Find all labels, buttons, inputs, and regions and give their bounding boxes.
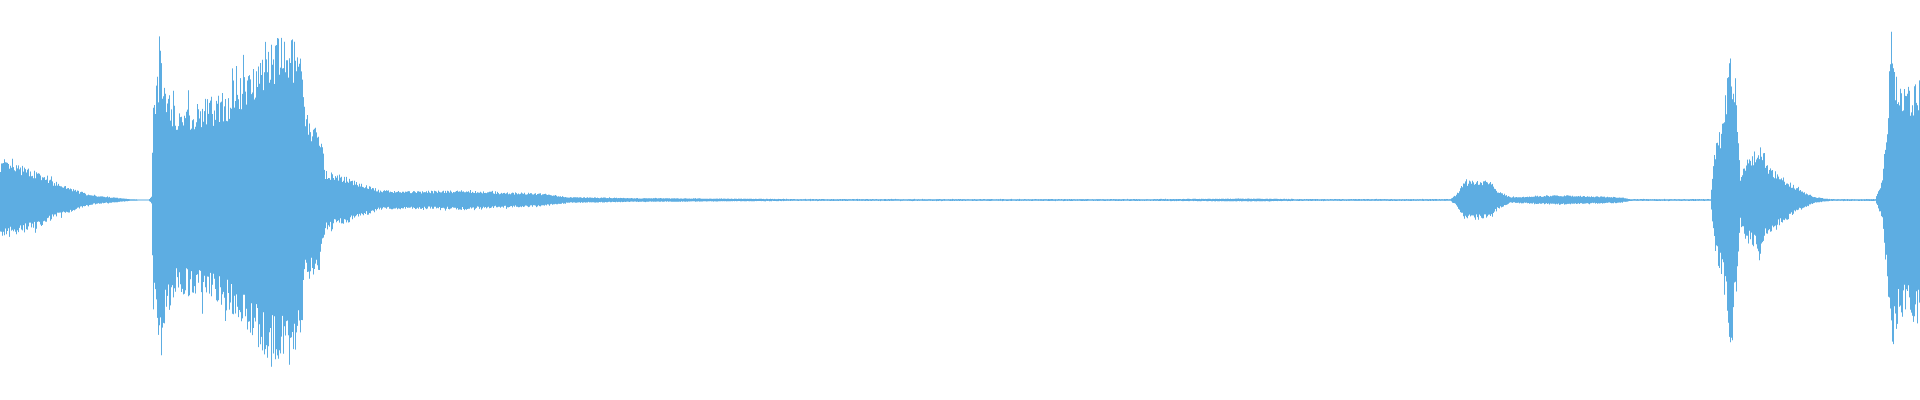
waveform-path: [0, 31, 1920, 367]
